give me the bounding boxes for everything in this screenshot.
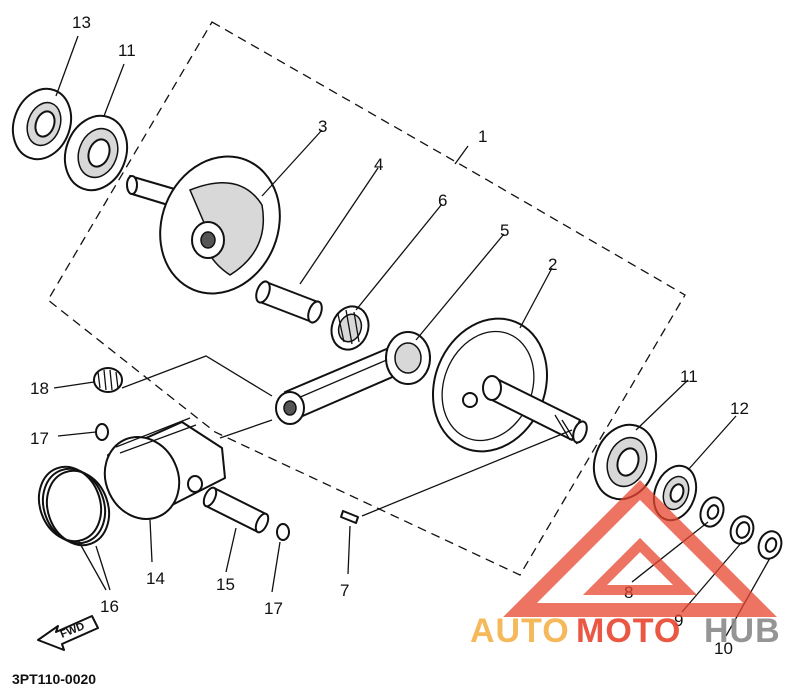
watermark-triangle-icon	[503, 480, 777, 617]
label-4: 4	[374, 155, 383, 174]
piston-pin-15	[202, 486, 270, 534]
label-16: 16	[100, 597, 119, 616]
circlip-9	[729, 515, 755, 545]
label-13: 13	[72, 13, 91, 32]
label-15: 15	[216, 575, 235, 594]
bearing-13	[11, 87, 73, 161]
clip-17-left	[95, 423, 109, 441]
label-2: 2	[548, 255, 557, 274]
diagram-code: 3PT110-0020	[12, 671, 96, 687]
watermark-hub: HUB	[704, 612, 781, 650]
label-10: 10	[714, 639, 733, 658]
fwd-arrow-icon: FWD	[37, 615, 99, 651]
bearing-11-right	[592, 423, 658, 501]
bearing-11-left	[63, 114, 129, 192]
crank-half-2	[431, 317, 588, 453]
part-labels: 13 11 3 4 1 6 5 2 11 12 18 17 14 15 17 1…	[30, 13, 749, 658]
label-6: 6	[438, 191, 447, 210]
label-17-right: 17	[264, 599, 283, 618]
crank-pin-4	[255, 280, 323, 324]
small-end-bearing-18	[93, 367, 123, 393]
washer-8	[699, 496, 725, 528]
label-11-left: 11	[118, 41, 136, 60]
label-18: 18	[30, 379, 49, 398]
label-5: 5	[500, 221, 509, 240]
connecting-rod-5	[275, 331, 431, 425]
leader-lines	[53, 35, 771, 637]
piston-14	[103, 417, 226, 520]
watermark-auto: AUTO	[470, 612, 570, 650]
label-3: 3	[318, 117, 327, 136]
crank-half-3	[126, 155, 281, 295]
nut-10	[757, 530, 783, 560]
piston-rings-16	[37, 465, 111, 547]
clip-17-right	[276, 523, 290, 541]
label-12: 12	[730, 399, 749, 418]
key-7	[340, 510, 359, 524]
assembly-outline	[47, 21, 686, 576]
label-1: 1	[478, 127, 487, 146]
needle-bearing-6	[330, 305, 370, 351]
watermark-moto: MOTO	[576, 612, 681, 650]
watermark-logo	[503, 480, 777, 617]
label-17-left: 17	[30, 429, 49, 448]
label-9: 9	[674, 611, 683, 630]
label-11-right: 11	[680, 367, 698, 386]
label-14: 14	[146, 569, 165, 588]
label-7: 7	[340, 581, 349, 600]
